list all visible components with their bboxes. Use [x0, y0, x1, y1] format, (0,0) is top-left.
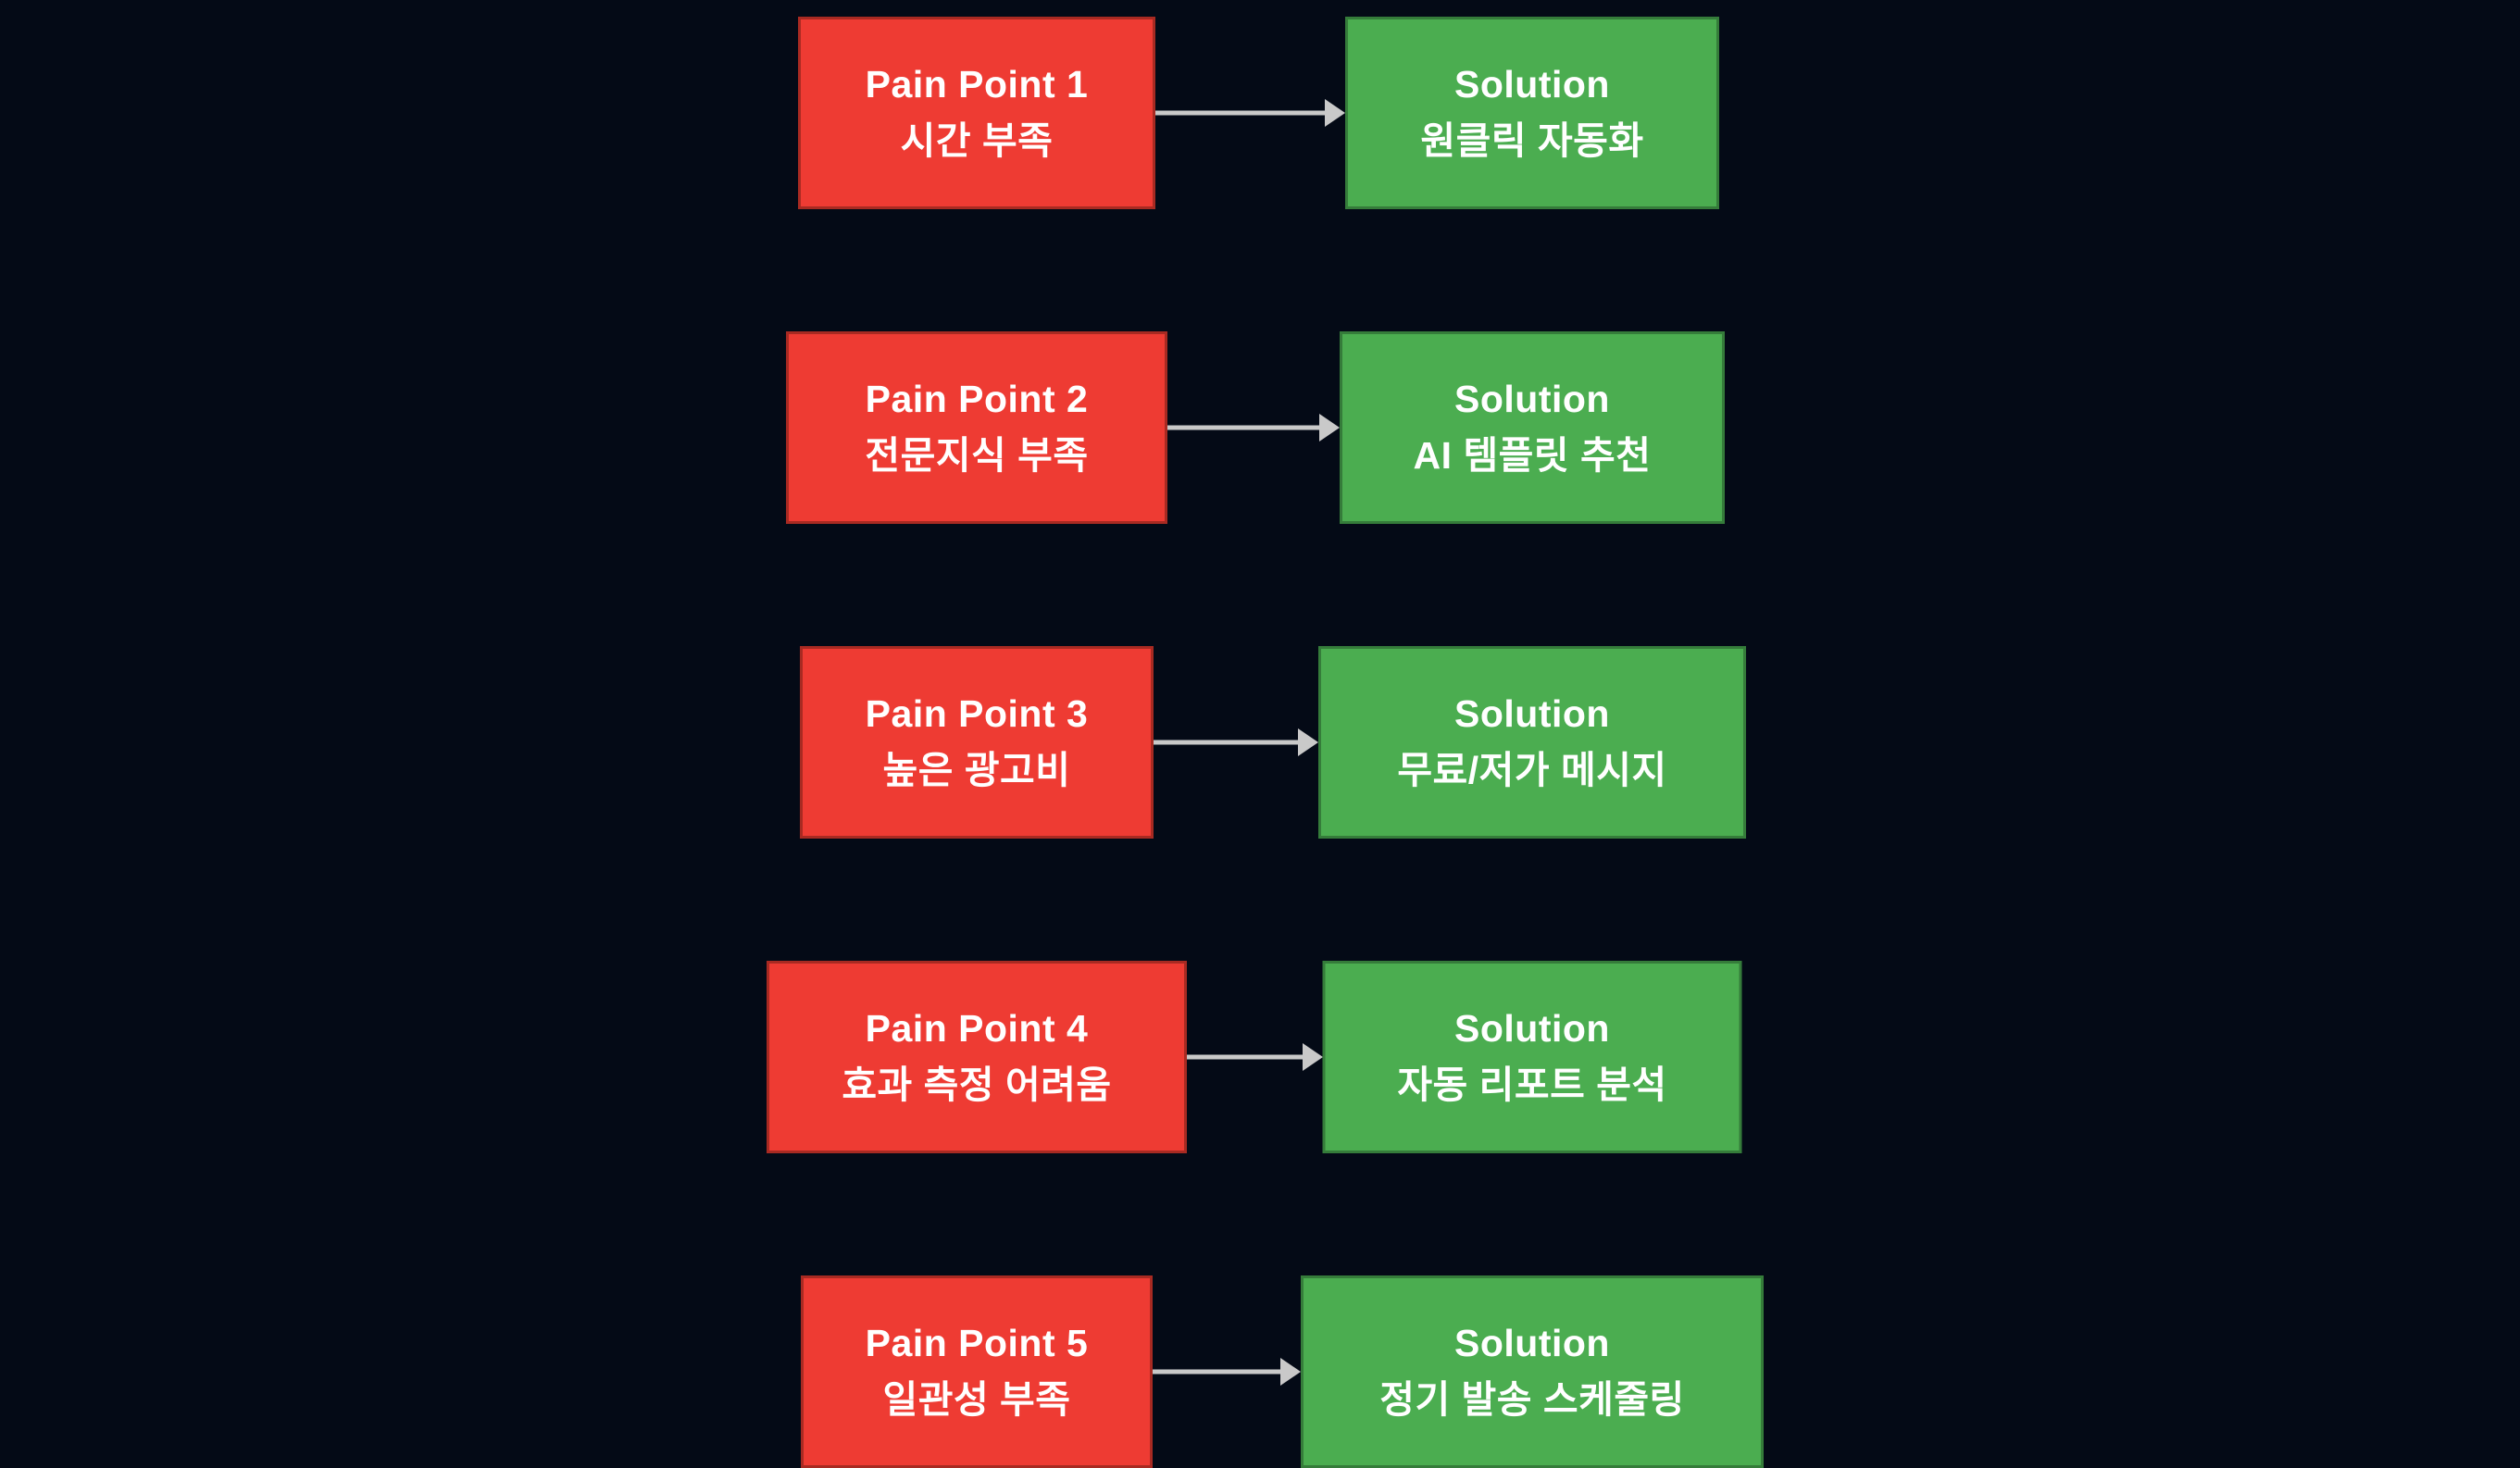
pain-point-detail: 시간 부족 [900, 119, 1054, 162]
pain-point-detail: 높은 광고비 [882, 749, 1071, 791]
solution-box: Solution 원클릭 자동화 [1345, 17, 1719, 209]
arrow-head [1298, 728, 1318, 756]
right-arrow-icon [1187, 1043, 1323, 1071]
solution-box: Solution AI 템플릿 추천 [1340, 331, 1725, 524]
pain-point-box: Pain Point 1 시간 부족 [798, 17, 1155, 209]
arrow-head [1302, 1043, 1323, 1071]
arrow-shaft [1154, 740, 1302, 745]
diagram-row: Pain Point 4 효과 측정 어려움 Solution 자동 리포트 분… [0, 961, 2520, 1153]
pain-point-detail: 일관성 부족 [882, 1378, 1071, 1421]
pain-point-title: Pain Point 4 [865, 1006, 1089, 1050]
arrow-shaft [1155, 110, 1329, 116]
right-arrow-icon [1155, 99, 1345, 127]
pain-point-title: Pain Point 1 [865, 62, 1089, 106]
diagram-row: Pain Point 5 일관성 부족 Solution 정기 발송 스케줄링 [0, 1275, 2520, 1468]
solution-detail: 무료/저가 메시지 [1397, 749, 1667, 791]
diagram-row: Pain Point 1 시간 부족 Solution 원클릭 자동화 [0, 17, 2520, 209]
solution-title: Solution [1454, 62, 1610, 106]
diagram-row: Pain Point 3 높은 광고비 Solution 무료/저가 메시지 [0, 646, 2520, 839]
pain-point-box: Pain Point 3 높은 광고비 [800, 646, 1154, 839]
solution-title: Solution [1454, 1006, 1610, 1050]
right-arrow-icon [1153, 1358, 1301, 1386]
solution-box: Solution 정기 발송 스케줄링 [1301, 1275, 1764, 1468]
pain-point-title: Pain Point 3 [865, 691, 1089, 735]
solution-detail: 정기 발송 스케줄링 [1379, 1378, 1685, 1421]
pain-point-detail: 전문지식 부족 [865, 434, 1089, 477]
solution-title: Solution [1454, 1321, 1610, 1364]
solution-detail: 원클릭 자동화 [1420, 119, 1644, 162]
solution-detail: 자동 리포트 분석 [1397, 1064, 1667, 1106]
solution-detail: AI 템플릿 추천 [1413, 434, 1652, 477]
solution-title: Solution [1454, 691, 1610, 735]
solution-box: Solution 자동 리포트 분석 [1322, 961, 1742, 1153]
solution-title: Solution [1454, 377, 1610, 420]
arrow-shaft [1167, 425, 1323, 430]
pain-point-detail: 효과 측정 어려움 [842, 1064, 1112, 1106]
pain-point-box: Pain Point 2 전문지식 부족 [786, 331, 1167, 524]
pain-point-title: Pain Point 5 [865, 1321, 1089, 1364]
right-arrow-icon [1167, 414, 1340, 442]
diagram-row: Pain Point 2 전문지식 부족 Solution AI 템플릿 추천 [0, 331, 2520, 524]
arrow-shaft [1187, 1054, 1306, 1060]
arrow-shaft [1153, 1369, 1284, 1375]
right-arrow-icon [1154, 728, 1318, 756]
solution-box: Solution 무료/저가 메시지 [1318, 646, 1746, 839]
arrow-head [1319, 414, 1340, 442]
pain-point-box: Pain Point 4 효과 측정 어려움 [767, 961, 1187, 1153]
pain-point-title: Pain Point 2 [865, 377, 1089, 420]
arrow-head [1325, 99, 1345, 127]
arrow-head [1280, 1358, 1301, 1386]
pain-point-box: Pain Point 5 일관성 부족 [801, 1275, 1153, 1468]
